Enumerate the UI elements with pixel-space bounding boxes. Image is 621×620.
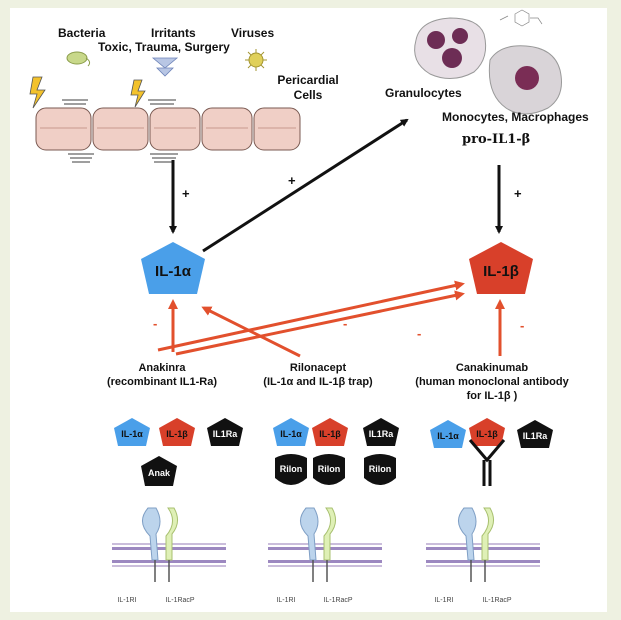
label-rilonacept: Rilonacept [289, 362, 347, 374]
label-rilonacept-desc: (IL-1α and IL-1β trap) [263, 376, 373, 388]
sign-minus-3: - [343, 316, 348, 331]
label-il1ra-1: IL1Ra [213, 429, 239, 439]
label-canakinumab-desc1: (human monoclonal antibody [415, 376, 569, 388]
label-anakinra-desc: (recombinant IL1-Ra) [106, 376, 218, 388]
macrophage-cell [488, 45, 562, 115]
sign-plus-3: + [514, 186, 522, 201]
lightning-icon-mid [130, 79, 146, 108]
receptor-complex-1 [112, 507, 226, 582]
label-il1a: IL-1α [155, 263, 191, 280]
arrow-rilonacept-to-il1a [201, 306, 301, 358]
canakinumab-binding-panel [430, 418, 553, 486]
rilonacept-binding-panel [273, 418, 399, 485]
chemical-structure-icon [499, 9, 543, 27]
pericardial-cells [35, 99, 301, 163]
sign-plus-2: + [288, 173, 296, 188]
irritants-icon [151, 57, 179, 77]
label-il1a-1: IL-1α [121, 429, 143, 439]
label-il1racp-1: IL-1RacP [165, 597, 195, 604]
lightning-icon-left [29, 76, 46, 109]
label-il1racp-3: IL-1RacP [482, 597, 512, 604]
sign-minus-4: - [417, 326, 422, 341]
label-canakinumab-desc2: for IL-1β ) [466, 390, 518, 402]
il1a-pentagon [141, 242, 205, 294]
label-il1b-3: IL-1β [476, 429, 498, 439]
label-bacteria: Bacteria [58, 26, 106, 40]
label-il1b-1: IL-1β [166, 429, 188, 439]
arrow-rilonacept-to-il1b [157, 280, 465, 352]
label-anak: Anak [148, 468, 171, 478]
receptor-complex-2 [268, 507, 382, 582]
label-rilon-2: Rilon [318, 464, 341, 474]
label-il1b: IL-1β [483, 263, 519, 280]
label-il1a-3: IL-1α [437, 431, 459, 441]
label-canakinumab: Canakinumab [455, 362, 529, 374]
label-cells: Cells [293, 88, 323, 102]
label-granulocytes: Granulocytes [385, 86, 462, 100]
anakinra-binding-panel [114, 418, 243, 486]
virus-icon [245, 49, 267, 71]
label-pro-il1b: pro-IL1-β [462, 132, 531, 147]
label-rilon-3: Rilon [369, 464, 392, 474]
label-il1ri-3: IL-1RI [434, 597, 453, 604]
label-il1a-2: IL-1α [280, 429, 302, 439]
il1b-pentagon [469, 242, 533, 294]
label-causes: Toxic, Trauma, Surgery [98, 40, 230, 54]
arrow-anakinra-to-il1b [175, 290, 465, 356]
sign-plus-1: + [182, 186, 190, 201]
granulocyte-cell [414, 17, 487, 79]
shape-labels: IL-1α IL-1β IL1Ra Anak IL-1α IL-1β IL1Ra… [117, 429, 548, 604]
sign-minus-2: - [240, 332, 245, 347]
label-anakinra: Anakinra [138, 362, 186, 374]
label-il1racp-2: IL-1RacP [323, 597, 353, 604]
label-irritants: Irritants [151, 26, 196, 40]
label-rilon-1: Rilon [280, 464, 303, 474]
label-il1b-2: IL-1β [319, 429, 341, 439]
sign-minus-1: - [153, 316, 158, 331]
label-viruses: Viruses [231, 26, 275, 40]
bacteria-icon [66, 51, 91, 67]
label-il1ri-2: IL-1RI [276, 597, 295, 604]
sign-minus-5: - [520, 318, 525, 333]
label-il1ra-3: IL1Ra [523, 431, 549, 441]
label-il1ra-2: IL1Ra [369, 429, 395, 439]
arrow-il1a-to-granulocytes [202, 118, 409, 253]
receptor-complex-3 [426, 507, 540, 582]
label-monocytes: Monocytes, Macrophages [442, 110, 589, 124]
label-pericardial: Pericardial [277, 73, 339, 87]
antibody-icon [468, 439, 506, 486]
label-il1ri-1: IL-1RI [117, 597, 136, 604]
